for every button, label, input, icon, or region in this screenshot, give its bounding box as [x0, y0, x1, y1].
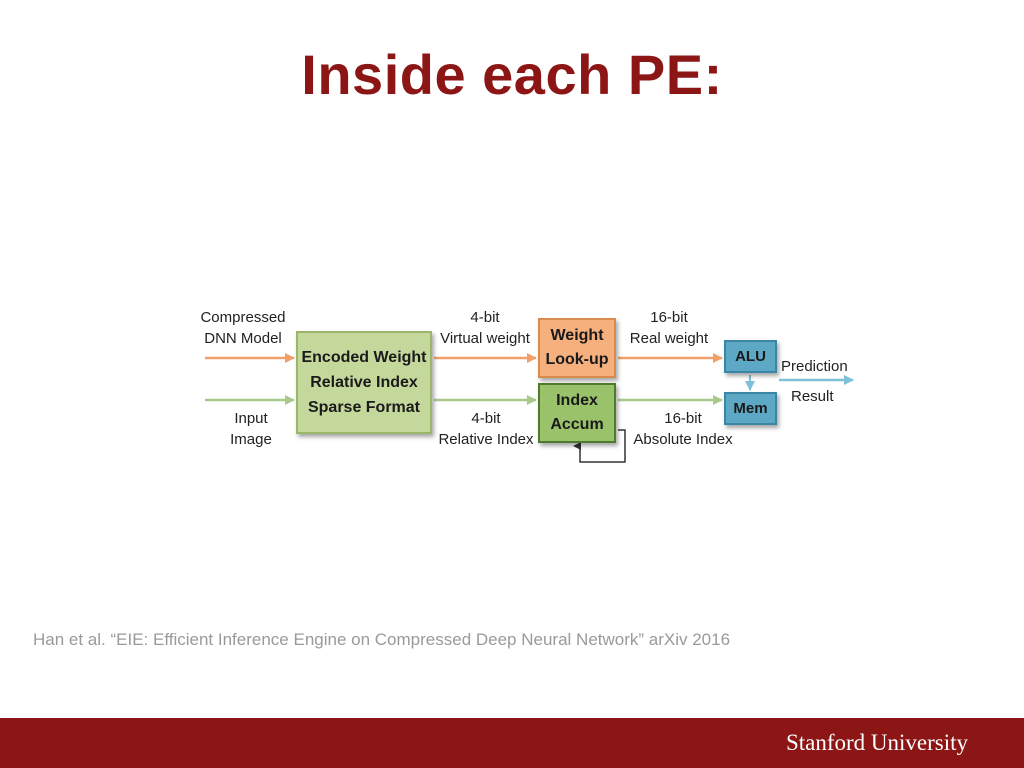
- edge-label-real-weight: 16-bit Real weight: [629, 309, 709, 347]
- diagram-connectors: [205, 353, 854, 463]
- alu-box: ALU: [724, 340, 777, 373]
- output-label-result: Result: [791, 388, 834, 405]
- citation: Han et al. “EIE: Efficient Inference Eng…: [33, 630, 731, 649]
- weight-lookup-box: Weight Look-up: [538, 318, 616, 378]
- pe-diagram: Compressed DNN Model Input Image Encoded…: [195, 300, 865, 470]
- edge-label-absolute-index: 16-bit Absolute Index: [633, 410, 733, 448]
- mem-box: Mem: [724, 392, 777, 425]
- edge-label-virtual-weight: 4-bit Virtual weight: [440, 309, 530, 347]
- output-label-prediction: Prediction: [781, 358, 848, 375]
- slide-title: Inside each PE:: [301, 43, 723, 106]
- input-label-image: Input Image: [230, 410, 272, 448]
- stanford-logo: Stanford University: [785, 730, 968, 755]
- footer-bar: Stanford University: [0, 718, 1024, 768]
- edge-label-relative-index: 4-bit Relative Index: [438, 410, 534, 448]
- edge-accum-feedback: [573, 429, 626, 463]
- encoded-weight-box: Encoded Weight Relative Index Sparse For…: [296, 331, 432, 434]
- input-label-compressed-model: Compressed DNN Model: [200, 309, 286, 347]
- index-accum-box: Index Accum: [538, 383, 616, 443]
